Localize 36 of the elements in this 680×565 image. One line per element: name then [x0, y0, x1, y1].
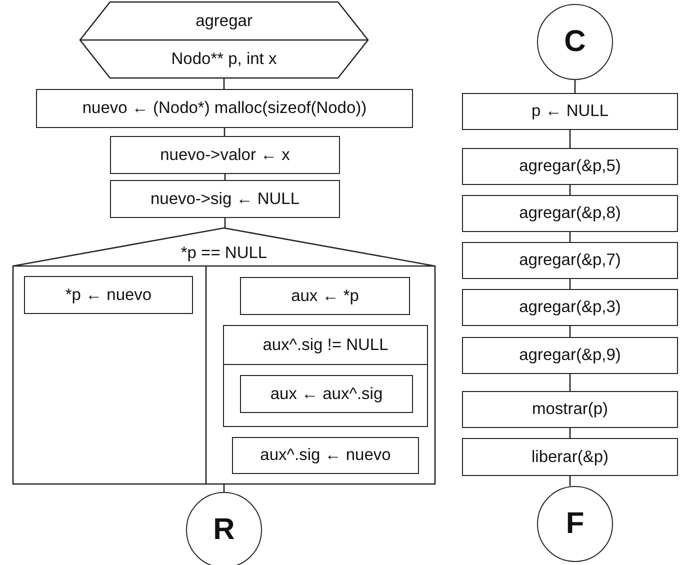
loop-condition: aux^.sig != NULL [262, 335, 390, 356]
selection-block [13, 228, 435, 484]
header-hexagon [80, 2, 368, 78]
process-box: aux ← *p [240, 277, 410, 315]
connector-line [569, 185, 571, 195]
connector-line [569, 428, 571, 438]
connector-circle: C [537, 4, 613, 80]
connector-line [569, 476, 571, 486]
connector-line [569, 232, 571, 242]
connector-line [569, 326, 571, 337]
process-box: agregar(&p,5) [462, 148, 678, 185]
connector-line [224, 218, 226, 228]
process-box: nuevo->valor ← x [110, 136, 340, 174]
process-box: aux ← aux^.sig [240, 375, 413, 413]
process-box: aux^.sig ← nuevo [232, 437, 419, 474]
process-box: liberar(&p) [462, 438, 678, 476]
connector-line [569, 374, 571, 391]
function-name: agregar [194, 11, 254, 32]
process-box: agregar(&p,8) [462, 195, 678, 232]
process-box: agregar(&p,7) [462, 242, 678, 279]
process-box: nuevo ← (Nodo*) malloc(sizeof(Nodo)) [36, 89, 413, 128]
connector-line [223, 78, 225, 89]
process-box: mostrar(p) [462, 391, 678, 428]
loop-block [223, 325, 428, 427]
connector-circle: F [537, 486, 613, 562]
condition-text: *p == NULL [180, 243, 268, 264]
parameter-list: Nodo** p, int x [80, 40, 368, 78]
connector-line [569, 130, 571, 148]
process-box: *p ← nuevo [24, 276, 193, 314]
process-box: p ← NULL [462, 93, 678, 130]
process-box: agregar(&p,3) [462, 289, 678, 326]
process-box: nuevo->sig ← NULL [110, 180, 340, 218]
connector-line [574, 80, 576, 93]
process-box: agregar(&p,9) [462, 337, 678, 374]
connector-circle: R [186, 492, 262, 565]
connector-line [569, 279, 571, 289]
